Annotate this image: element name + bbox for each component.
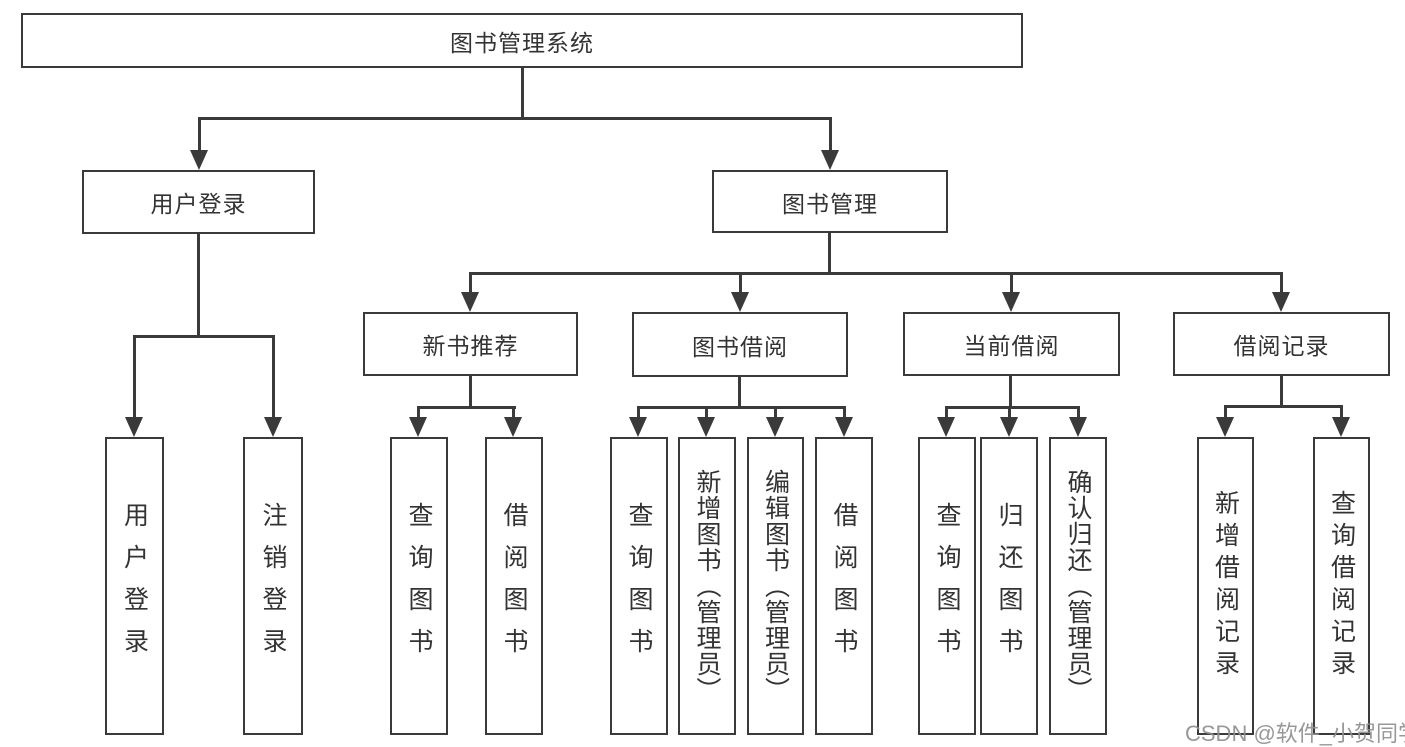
- connector-segment: [469, 272, 472, 296]
- arrowhead: [190, 150, 208, 170]
- connector-segment: [469, 272, 1283, 275]
- arrowhead: [1002, 292, 1020, 312]
- arrowhead: [461, 292, 479, 312]
- leaf-return-books: 归还图书: [980, 437, 1038, 735]
- connector-segment: [1008, 406, 1011, 420]
- connector-segment: [774, 406, 777, 420]
- leaf-query-borrow-record: 查询借阅记录: [1313, 437, 1370, 735]
- node-user-login: 用户登录: [82, 170, 315, 234]
- leaf-current-query-books: 查询图书: [918, 437, 976, 735]
- connector-segment: [828, 233, 831, 274]
- leaf-confirm-return-admin: 确认归还（管理员）: [1049, 437, 1107, 735]
- connector-segment: [739, 272, 742, 296]
- connector-segment: [198, 117, 201, 152]
- connector-segment: [945, 406, 1080, 409]
- arrowhead: [1000, 417, 1018, 437]
- arrowhead: [766, 417, 784, 437]
- arrowhead: [731, 292, 749, 312]
- arrowhead: [1069, 417, 1087, 437]
- connector-segment: [1340, 405, 1343, 420]
- connector-segment: [1009, 376, 1012, 408]
- leaf-borrow-books: 借阅图书: [815, 437, 873, 735]
- leaf-borrow-query-books: 查询图书: [610, 437, 668, 735]
- connector-segment: [1280, 376, 1283, 407]
- node-borrow-record: 借阅记录: [1173, 312, 1390, 376]
- connector-segment: [1010, 272, 1013, 296]
- connector-segment: [843, 406, 846, 420]
- arrowhead: [1272, 292, 1290, 312]
- connector-segment: [829, 117, 832, 152]
- arrowhead: [1332, 417, 1350, 437]
- leaf-add-borrow-record: 新增借阅记录: [1197, 437, 1254, 735]
- arrowhead: [937, 417, 955, 437]
- connector-segment: [197, 234, 200, 337]
- connector-segment: [417, 406, 516, 409]
- arrowhead: [629, 417, 647, 437]
- connector-segment: [133, 335, 136, 419]
- connector-segment: [738, 377, 741, 408]
- arrowhead: [409, 417, 427, 437]
- node-current-borrow: 当前借阅: [903, 312, 1120, 376]
- arrowhead: [1216, 417, 1234, 437]
- connector-segment: [1224, 405, 1227, 420]
- leaf-logout: 注销登录: [243, 437, 303, 735]
- connector-segment: [637, 406, 640, 420]
- connector-segment: [512, 406, 515, 420]
- connector-segment: [1077, 406, 1080, 420]
- node-book-borrow: 图书借阅: [632, 312, 848, 377]
- arrowhead: [264, 417, 282, 437]
- csdn-watermark: CSDN @软件_小贺同学: [1185, 721, 1405, 746]
- connector-segment: [945, 406, 948, 420]
- node-book-management: 图书管理: [712, 170, 948, 233]
- connector-segment: [417, 406, 420, 420]
- arrowhead: [835, 417, 853, 437]
- leaf-user-login: 用户登录: [105, 437, 164, 735]
- connector-segment: [521, 67, 524, 119]
- node-new-book-recommend: 新书推荐: [363, 312, 578, 376]
- arrowhead: [504, 417, 522, 437]
- connector-segment: [272, 335, 275, 419]
- connector-segment: [469, 376, 472, 408]
- leaf-newbook-borrow-books: 借阅图书: [485, 437, 543, 735]
- connector-segment: [705, 406, 708, 420]
- arrowhead: [125, 417, 143, 437]
- arrowhead: [821, 150, 839, 170]
- leaf-add-books-admin: 新增图书（管理员）: [678, 437, 736, 735]
- arrowhead: [697, 417, 715, 437]
- connector-segment: [1280, 272, 1283, 296]
- leaf-newbook-query-books: 查询图书: [390, 437, 448, 735]
- connector-segment: [133, 335, 275, 338]
- leaf-edit-books-admin: 编辑图书（管理员）: [747, 437, 804, 735]
- connector-segment: [1224, 405, 1343, 408]
- node-root-library-system: 图书管理系统: [21, 13, 1023, 68]
- connector-segment: [198, 117, 832, 120]
- connector-segment: [637, 406, 846, 409]
